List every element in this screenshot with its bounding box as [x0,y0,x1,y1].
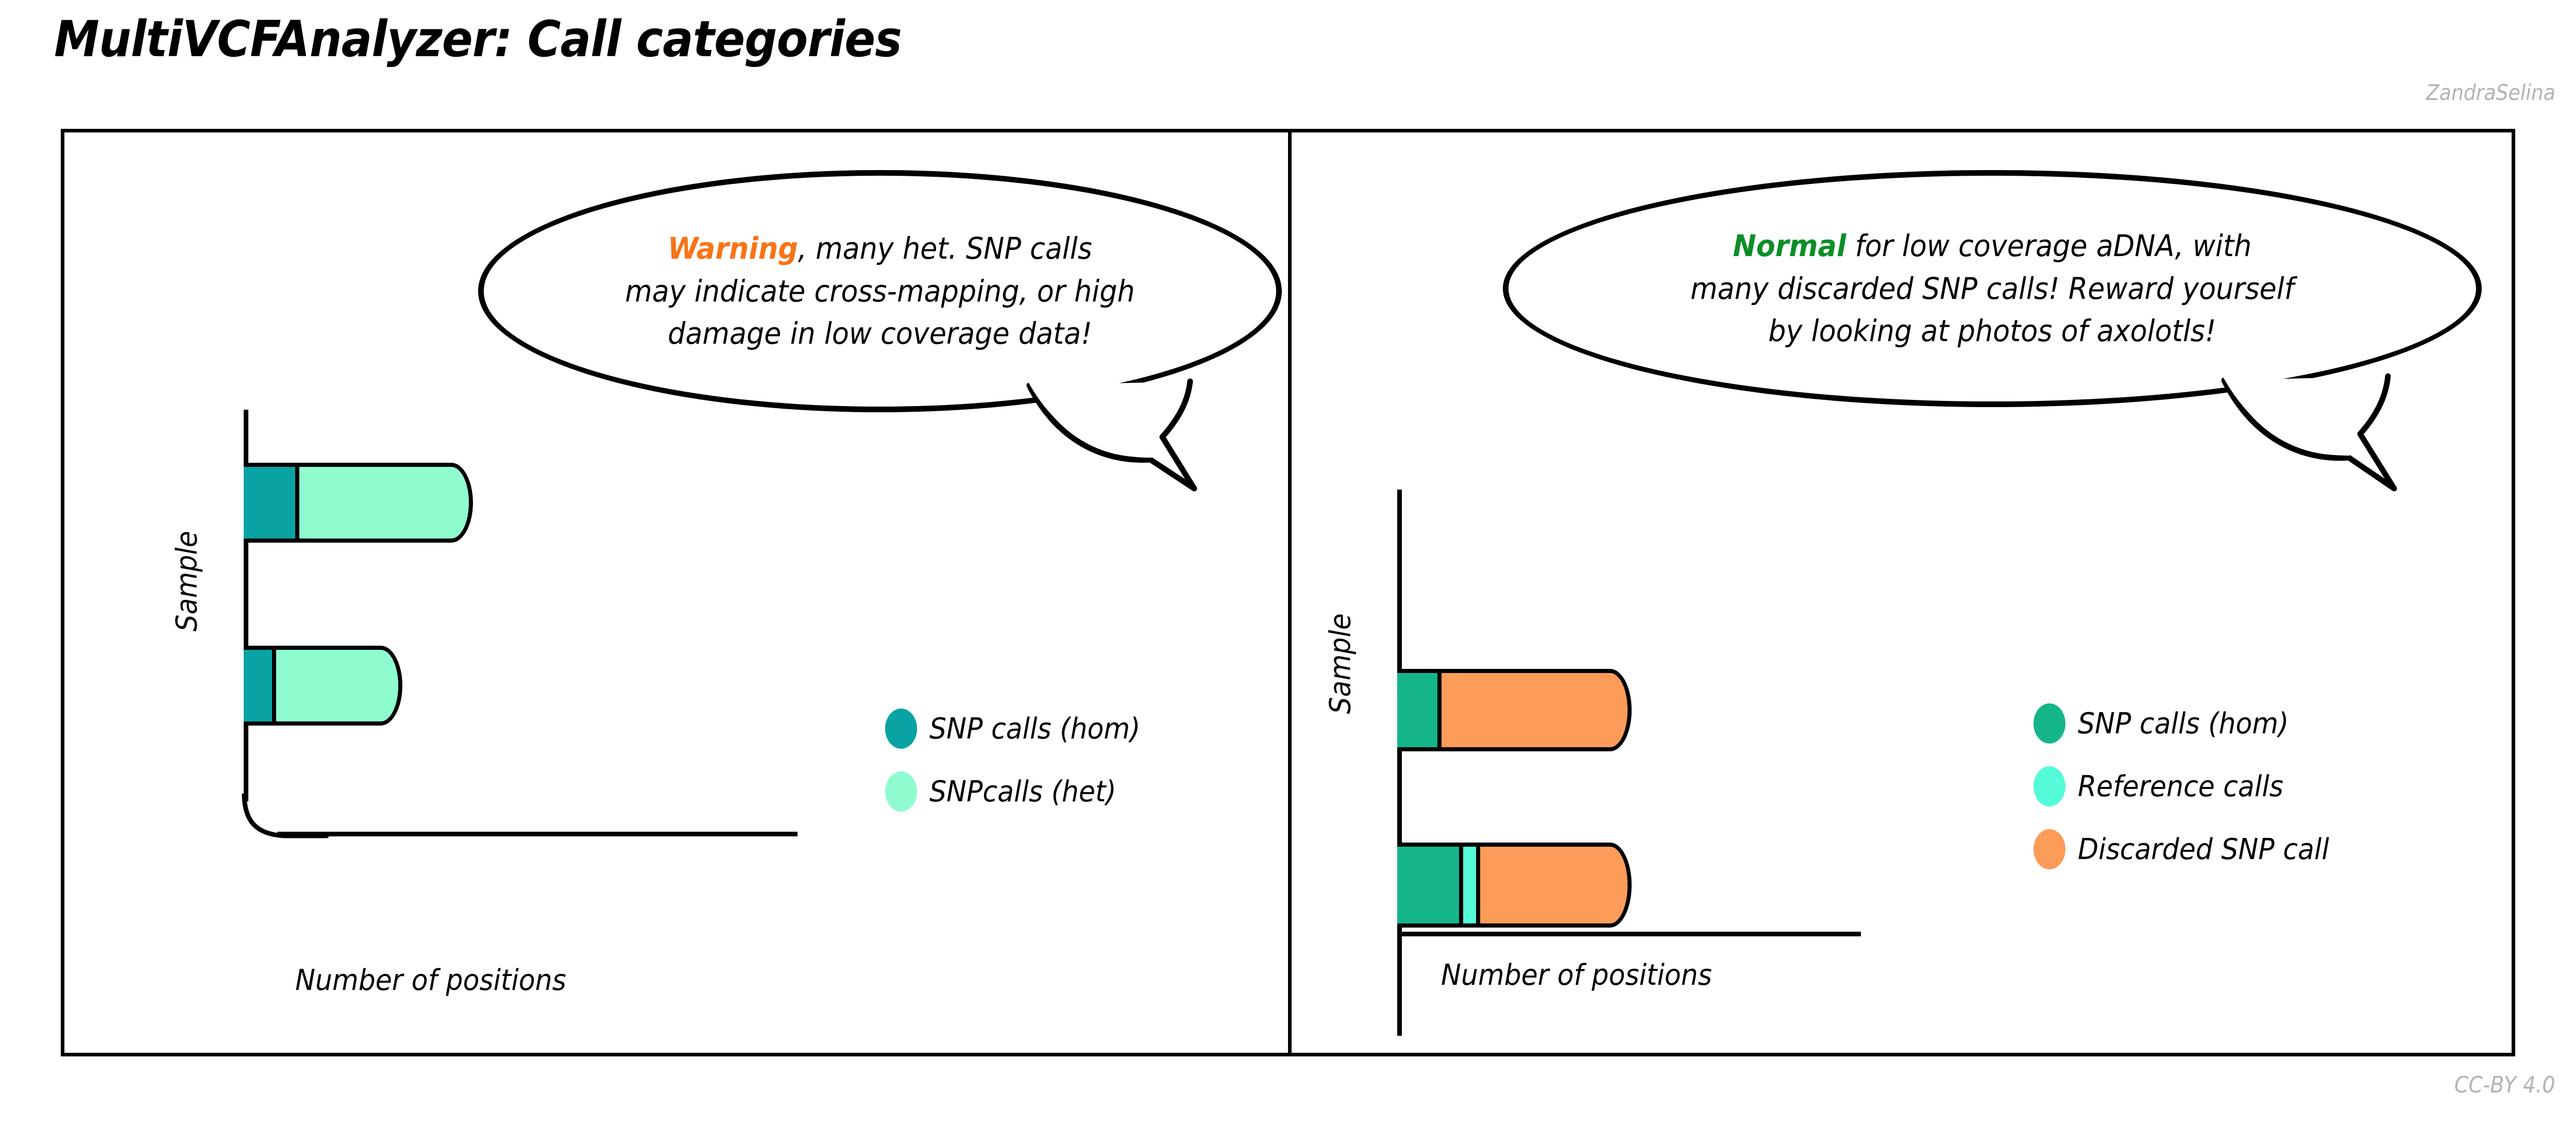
author-credit: ZandraSelina [2426,80,2555,105]
legend-right: SNP calls (hom) Reference calls Discarde… [2033,703,2348,892]
bar-segment-snp-het [272,650,398,721]
panel-right: Normal for low coverage aDNA, with many … [1292,129,2515,1056]
y-axis-label-left: Sample [170,531,204,632]
speech-bubble-left-text: Warning, many het. SNP calls may indicat… [587,227,1173,355]
bar-right-sample-2 [1397,843,1632,928]
x-axis-left [277,832,798,836]
bar-segment-snp-het [295,467,469,539]
bubble-right-line2: many discarded SNP calls! Reward yoursel… [1690,271,2294,306]
chart-left: Sample Number of positions SNP calls (ho… [61,129,1292,1056]
legend-label: SNP calls (hom) [2078,707,2289,741]
bar-left-sample-2 [244,646,402,726]
panel-left: Warning, many het. SNP calls may indicat… [61,129,1292,1056]
bar-segment-snp-hom [244,467,295,539]
bubble-left-line1: , many het. SNP calls [798,231,1092,266]
bubble-left-line2: may indicate cross-mapping, or high [625,273,1135,309]
normal-highlight: Normal [1733,228,1846,264]
legend-item[interactable]: SNP calls (hom) [2033,703,2348,744]
speech-bubble-left: Warning, many het. SNP calls may indicat… [478,170,1282,412]
legend-swatch-reference-calls-icon [2033,766,2065,806]
bar-segment-reference-calls [1459,847,1476,923]
y-axis-left [244,410,248,801]
bubble-right-line3: by looking at photos of axolotls! [1768,313,2216,349]
x-axis-label-right: Number of positions [1441,958,1712,992]
x-axis-label-left: Number of positions [295,964,566,997]
legend-label: Discarded SNP call [2078,832,2329,866]
license-label: CC-BY 4.0 [2454,1072,2555,1098]
bar-segment-snp-hom [244,650,272,721]
bar-segment-snp-hom [1397,847,1459,923]
bar-right-sample-1 [1397,669,1632,751]
legend-label: SNPcalls (het) [929,775,1116,809]
legend-label: Reference calls [2078,769,2283,803]
bubble-left-line3: damage in low coverage data! [668,316,1092,351]
legend-item[interactable]: Discarded SNP call [2033,829,2348,869]
chart-right: Sample Number of positions SNP calls (ho… [1292,129,2515,1056]
panel-divider [1288,129,1292,1056]
legend-label: SNP calls (hom) [929,712,1141,746]
legend-item[interactable]: SNPcalls (het) [885,771,1156,812]
y-axis-right [1397,490,1402,1036]
speech-bubble-right: Normal for low coverage aDNA, with many … [1503,170,2482,407]
legend-swatch-snp-het-icon [885,771,917,812]
page-title: MultiVCFAnalyzer: Call categories [54,10,902,68]
legend-swatch-snp-hom-icon [885,709,917,749]
y-axis-label-right: Sample [1324,613,1358,714]
legend-swatch-snp-hom-icon [2033,703,2065,744]
bar-left-sample-1 [244,463,473,543]
legend-left: SNP calls (hom) SNPcalls (het) [885,709,1156,834]
speech-bubble-left-tail [1024,376,1210,495]
legend-swatch-discarded-snp-icon [2033,829,2065,869]
speech-bubble-right-text: Normal for low coverage aDNA, with many … [1652,225,2332,352]
legend-item[interactable]: Reference calls [2033,766,2348,806]
bar-segment-discarded-snp [1437,673,1628,747]
legend-item[interactable]: SNP calls (hom) [885,709,1156,749]
bubble-right-line1: for low coverage aDNA, with [1846,228,2252,264]
bar-segment-discarded-snp [1476,847,1628,923]
bar-segment-snp-hom [1397,673,1437,747]
warning-highlight: Warning [668,231,798,266]
x-axis-right [1397,932,1861,936]
speech-bubble-right-tail [2219,371,2415,495]
